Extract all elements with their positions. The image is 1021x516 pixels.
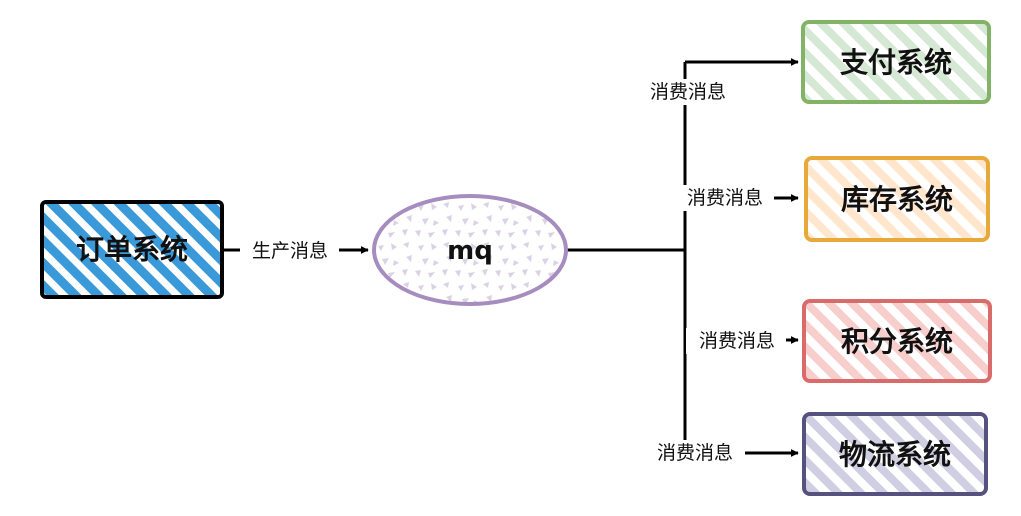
logistics-system-node: 物流系统 — [802, 412, 988, 496]
payment-system-label: 支付系统 — [840, 46, 952, 79]
mq-node: mq — [372, 194, 568, 306]
inventory-system-label: 库存系统 — [841, 183, 953, 216]
consume-points-label: 消费消息 — [699, 330, 775, 352]
logistics-system-label: 物流系统 — [839, 438, 951, 471]
points-system-node: 积分系统 — [802, 299, 992, 383]
points-system-label: 积分系统 — [841, 325, 953, 358]
payment-system-node: 支付系统 — [801, 20, 991, 104]
edge-labels: 生产消息 消费消息 消费消息 消费消息 消费消息 — [240, 79, 786, 466]
order-system-label: 订单系统 — [76, 233, 188, 266]
consume-logistics-label: 消费消息 — [657, 442, 733, 464]
consume-payment-label: 消费消息 — [650, 81, 726, 103]
inventory-system-node: 库存系统 — [804, 156, 990, 242]
order-system-node: 订单系统 — [40, 200, 224, 299]
mq-label: mq — [447, 236, 493, 266]
consume-inventory-label: 消费消息 — [687, 187, 763, 209]
produce-label: 生产消息 — [252, 240, 328, 262]
